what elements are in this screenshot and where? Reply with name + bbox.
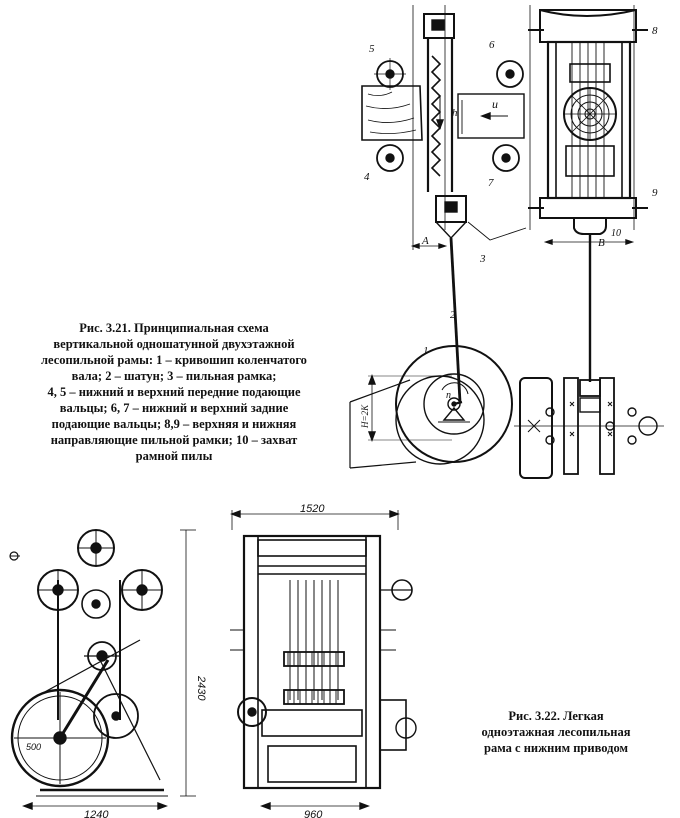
label-3: 3 bbox=[479, 253, 486, 265]
label-B: B bbox=[598, 237, 605, 249]
dim-500: 500 bbox=[26, 742, 41, 752]
fig322-dimensions: 1520 2430 1240 960 500 bbox=[26, 503, 325, 818]
label-2: 2 bbox=[450, 309, 456, 321]
sawmill-front-view bbox=[514, 5, 664, 479]
figure-3-21-caption: Рис. 3.21. Принципиальная схема вертикал… bbox=[8, 320, 340, 464]
label-u: u bbox=[492, 97, 498, 111]
caption-line: Рис. 3.21. Принципиальная схема bbox=[79, 321, 269, 335]
dim-960: 960 bbox=[304, 809, 323, 818]
caption-line: одноэтажная лесопильная bbox=[481, 725, 631, 739]
dim-2430: 2430 bbox=[195, 675, 207, 701]
label-8: 8 bbox=[652, 25, 658, 37]
caption-line: рамной пилы bbox=[135, 449, 213, 463]
sawmill-side-view bbox=[349, 5, 527, 469]
label-h: h bbox=[452, 107, 458, 119]
caption-line: вальцы; 6, 7 – нижний и верхний задние bbox=[59, 401, 289, 415]
label-10: 10 bbox=[611, 228, 621, 239]
label-1: 1 bbox=[423, 345, 429, 357]
caption-line: вертикальной одношатунной двухэтажной bbox=[53, 337, 295, 351]
caption-line: лесопильной рамы: 1 – кривошип коленчато… bbox=[41, 353, 307, 367]
light-sawmill-side-view bbox=[9, 529, 196, 811]
caption-line: подающие вальцы; 8,9 – верхняя и нижняя bbox=[51, 417, 297, 431]
label-7: 7 bbox=[488, 177, 494, 189]
label-6: 6 bbox=[489, 39, 495, 51]
label-4: 4 bbox=[364, 171, 370, 183]
label-9: 9 bbox=[652, 187, 658, 199]
fig321-labels: 5 6 4 7 h u A 3 2 1 n H=2K 8 9 10 B bbox=[360, 25, 658, 429]
dim-1240: 1240 bbox=[84, 809, 109, 818]
label-5: 5 bbox=[369, 43, 375, 55]
caption-line: направляющие пильной рамки; 10 – захват bbox=[50, 433, 298, 447]
caption-line: Рис. 3.22. Легкая bbox=[508, 709, 604, 723]
label-H2K: H=2K bbox=[360, 404, 370, 429]
label-A: A bbox=[421, 235, 429, 247]
dim-1520: 1520 bbox=[300, 503, 325, 515]
caption-line: вала; 2 – шатун; 3 – пильная рамка; bbox=[71, 369, 277, 383]
figure-3-22-caption: Рис. 3.22. Легкая одноэтажная лесопильна… bbox=[456, 708, 656, 756]
label-n: n bbox=[446, 390, 451, 401]
light-sawmill-front-view bbox=[230, 509, 417, 811]
caption-line: 4, 5 – нижний и верхний передние подающи… bbox=[47, 385, 301, 399]
caption-line: рама с нижним приводом bbox=[484, 741, 628, 755]
